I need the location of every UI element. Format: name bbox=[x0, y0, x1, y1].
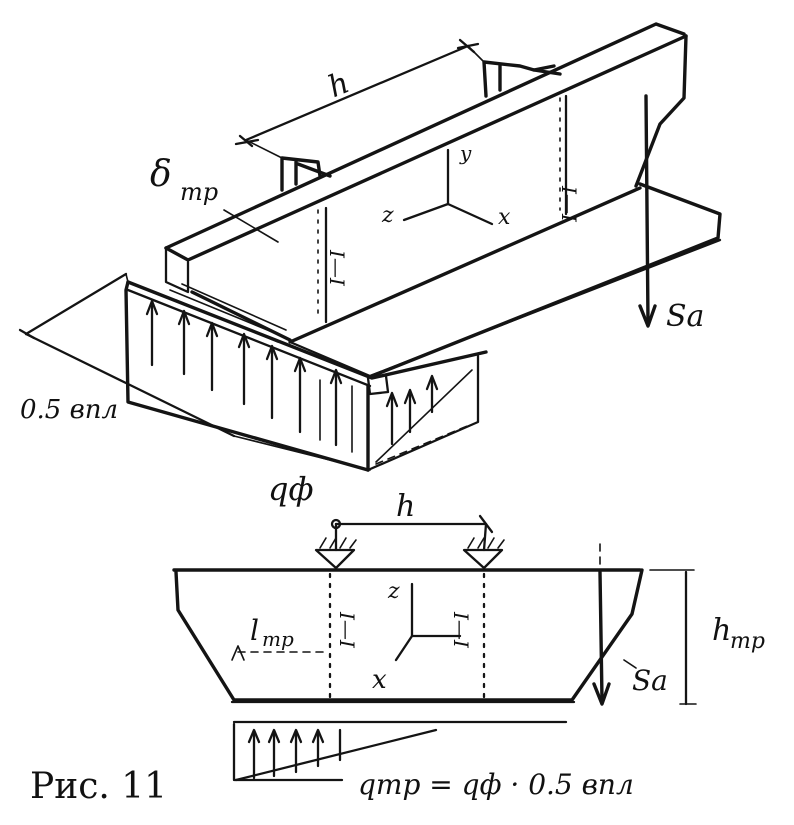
axis-y-iso-label: y bbox=[459, 141, 472, 165]
elevation-axes: z x bbox=[372, 579, 462, 695]
section-mark-bottom-left: I—I bbox=[335, 611, 359, 649]
l-label: l bbox=[250, 614, 259, 647]
height-subscript: тр bbox=[730, 629, 765, 654]
h-top-label: h bbox=[323, 65, 354, 105]
dimension-l: l тр bbox=[231, 614, 327, 661]
section-mark-top-right: I—I bbox=[557, 185, 581, 223]
flange-stiffeners bbox=[280, 60, 562, 192]
axis-z-iso-label: z bbox=[381, 203, 394, 228]
axis-z-label: z bbox=[387, 579, 400, 604]
bottom-plate bbox=[288, 182, 722, 396]
sa-arrow-bottom: Sa bbox=[592, 543, 668, 706]
width-label: 0.5 впл bbox=[20, 395, 118, 425]
figure-caption: Рис. 11 bbox=[30, 766, 167, 807]
delta-symbol: δ bbox=[150, 154, 172, 195]
height-label: h bbox=[712, 613, 731, 648]
load-diagram bbox=[232, 720, 568, 782]
support-right bbox=[462, 522, 505, 570]
formula-label: qтр = qф · 0.5 впл bbox=[358, 768, 634, 801]
dimension-height: h тр bbox=[649, 569, 765, 706]
section-mark-top-left: I—I bbox=[325, 249, 349, 287]
dimension-h-bottom: h bbox=[330, 489, 494, 534]
h-bottom-label: h bbox=[396, 489, 415, 524]
sa-top-label: Sa bbox=[666, 299, 704, 334]
axis-x-label: x bbox=[372, 665, 387, 695]
sa-bottom-label: Sa bbox=[632, 664, 668, 697]
iso-axes: y z x bbox=[381, 141, 511, 230]
reaction-arrows-iso bbox=[145, 299, 473, 463]
dimension-width: 0.5 впл bbox=[18, 272, 371, 471]
section-mark-bottom-right: I—I bbox=[449, 611, 473, 649]
support-left bbox=[314, 522, 357, 570]
elevation-view: h I—I I—I z x bbox=[172, 489, 765, 801]
web-panel bbox=[190, 34, 688, 342]
isometric-view: h δ тр y z x I—I I—I Sa bbox=[18, 22, 722, 508]
top-flange bbox=[164, 22, 688, 294]
q-found-label: qф bbox=[268, 470, 314, 508]
delta-label: δ тр bbox=[150, 154, 279, 243]
dimension-h-top: h bbox=[234, 38, 485, 159]
l-subscript: тр bbox=[262, 627, 294, 651]
axis-x-iso-label: x bbox=[498, 205, 511, 230]
delta-subscript: тр bbox=[180, 178, 218, 206]
sa-arrow-top: Sa bbox=[638, 94, 704, 334]
foundation-slab bbox=[124, 280, 488, 472]
girder-outline bbox=[172, 568, 644, 704]
